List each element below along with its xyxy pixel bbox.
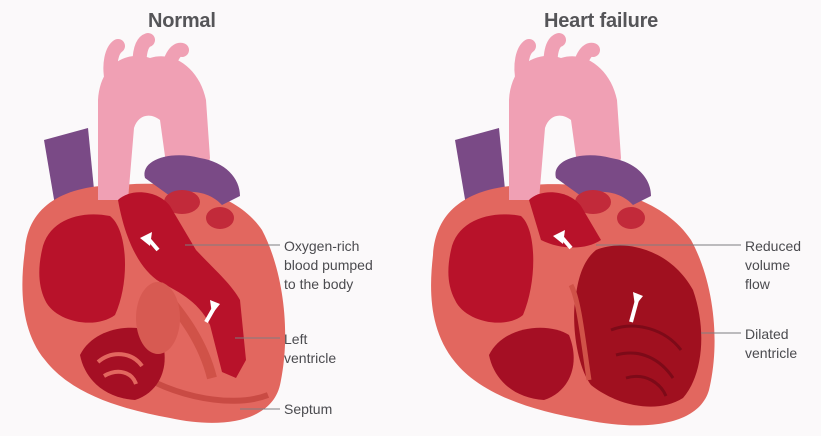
- normal-heart-panel: Normal Oxygen-rich b: [0, 0, 410, 436]
- oxygen-rich-label: Oxygen-rich blood pumped to the body: [284, 237, 373, 294]
- left-ventricle-label: Left ventricle: [284, 330, 336, 368]
- right-atrium: [39, 214, 125, 322]
- septum-label: Septum: [284, 400, 332, 419]
- normal-heart-illustration: [0, 0, 410, 436]
- dilated-ventricle-label: Dilated ventricle: [745, 325, 797, 363]
- reduced-volume-flow-label: Reduced volume flow: [745, 237, 801, 294]
- heart-failure-panel: Heart failure Reduced volume flow Dila: [411, 0, 821, 436]
- right-atrium: [448, 214, 533, 322]
- heart-failure-illustration: [411, 0, 821, 436]
